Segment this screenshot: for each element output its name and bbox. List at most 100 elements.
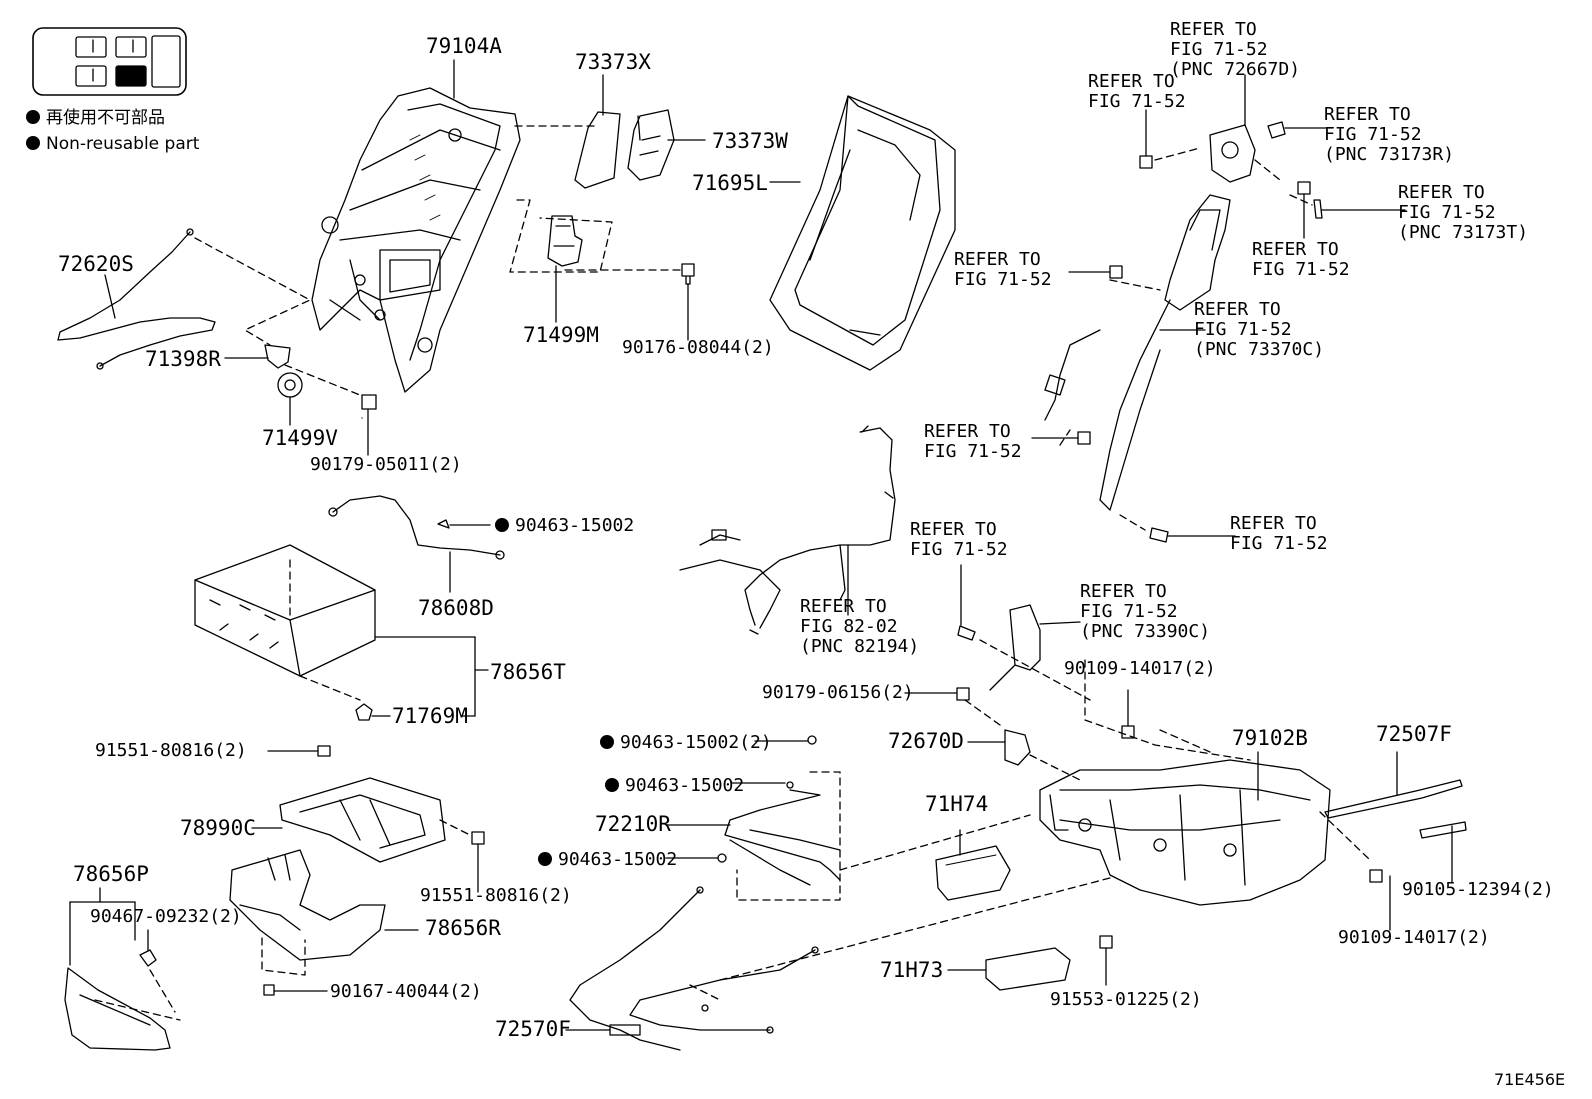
latch-71499M: [547, 215, 583, 323]
cushion-frame-79102B: [1039, 751, 1331, 906]
bolt-91553: [1099, 935, 1113, 986]
seat-position-icon: [32, 27, 187, 96]
refer-note-71-52-f: REFER TO FIG 71-52: [910, 519, 1008, 560]
label-91553-01225: 91553-01225(2): [1050, 989, 1202, 1010]
seatbelt-buckle: [989, 604, 1081, 691]
nut-90179-05011: [361, 394, 377, 456]
bolt-refer-5: [1149, 527, 1236, 543]
label-90179-06156: 90179-06156(2): [762, 682, 914, 703]
cover-71H73: [947, 947, 1071, 991]
label-73373W: 73373W: [712, 129, 788, 153]
non-reusable-dot-icon: [495, 518, 509, 532]
refer-note-71-52-b: REFER TO FIG 71-52: [1252, 239, 1350, 280]
label-71H74: 71H74: [925, 792, 989, 816]
label-91551-80816-a: 91551-80816(2): [95, 740, 247, 761]
label-91551-80816-b: 91551-80816(2): [420, 885, 572, 906]
label-72670D: 72670D: [888, 729, 964, 753]
label-90176-08044: 90176-08044(2): [622, 337, 774, 358]
harness-78608D: [328, 495, 505, 593]
bolt-refer-1: [1139, 109, 1153, 169]
bolt-91551-b: [471, 831, 485, 893]
non-reusable-dot-icon: [600, 735, 614, 749]
bushing-71499V: [277, 372, 303, 426]
bracket-72670D: [967, 729, 1031, 766]
refer-note-72667D: REFER TO FIG 71-52 (PNC 72667D): [1170, 19, 1301, 80]
label-90109-14017-b: 90109-14017(2): [1338, 927, 1490, 948]
bolt-90105: [1419, 821, 1467, 884]
non-reusable-dot-icon: [26, 110, 40, 124]
cover-78656R: [229, 849, 419, 961]
label-71769M: 71769M: [392, 704, 468, 728]
label-90463-15002-b: 90463-15002(2): [600, 733, 772, 753]
nut-90179-06156: [904, 687, 970, 701]
label-79104A: 79104A: [426, 34, 502, 58]
seatback-frame-79104A: [311, 87, 521, 393]
nut-refer-3: [1068, 265, 1123, 279]
refer-note-71-52-d: REFER TO FIG 71-52: [924, 421, 1022, 462]
label-71398R: 71398R: [145, 347, 221, 371]
bracket-73373X: [574, 74, 621, 189]
anchor-72667D: [1209, 74, 1256, 183]
refer-note-82194: REFER TO FIG 82-02 (PNC 82194): [800, 596, 920, 657]
refer-note-73173R: REFER TO FIG 71-52 (PNC 73173R): [1324, 104, 1455, 165]
label-73373X: 73373X: [575, 50, 651, 74]
clip-71769M: [355, 703, 391, 721]
non-reusable-dot-icon: [605, 778, 619, 792]
bolt-90176: [681, 263, 695, 341]
label-72620S: 72620S: [58, 252, 134, 276]
label-90467-09232: 90467-09232(2): [90, 906, 242, 927]
bracket-71398R: [224, 344, 291, 369]
non-reusable-dot-icon: [538, 852, 552, 866]
label-78656T: 78656T: [490, 660, 566, 684]
rod-72507F: [1324, 751, 1463, 819]
figure-code: 71E456E: [1494, 1070, 1566, 1089]
label-72570F: 72570F: [495, 1017, 571, 1041]
bolt-buckle: [957, 564, 976, 641]
bracket-78990C: [251, 777, 446, 863]
label-71499V: 71499V: [262, 426, 338, 450]
label-90463-15002-a: 90463-15002: [495, 516, 634, 536]
bolt-91551-a: [267, 745, 331, 757]
cable-72620S: [57, 228, 216, 370]
label-90463-15002-d: 90463-15002: [538, 850, 677, 870]
refer-note-73370C: REFER TO FIG 71-52 (PNC 73370C): [1194, 299, 1325, 360]
seatbelt-retractor: [1044, 194, 1231, 511]
bolt-refer-2: [1297, 181, 1311, 239]
cable-72570F: [565, 886, 819, 1051]
bolt-90109-b: [1369, 869, 1391, 931]
refer-note-71-52-e: REFER TO FIG 71-52: [1230, 513, 1328, 554]
label-78608D: 78608D: [418, 596, 494, 620]
screw-90167: [263, 984, 328, 996]
legend-japanese: 再使用不可部品: [26, 108, 165, 128]
refer-note-73173T: REFER TO FIG 71-52 (PNC 73173T): [1398, 182, 1529, 243]
nut-refer-4: [1031, 431, 1091, 445]
label-72507F: 72507F: [1376, 722, 1452, 746]
refer-note-73390C: REFER TO FIG 71-52 (PNC 73390C): [1080, 581, 1211, 642]
label-90179-05011: 90179-05011(2): [310, 454, 462, 475]
wiring-harness-82194: [679, 425, 896, 635]
harness-72210R: [665, 735, 841, 886]
label-90105-12394: 90105-12394(2): [1402, 879, 1554, 900]
cover-78656P: [64, 887, 171, 1051]
refer-note-71-52-c: REFER TO FIG 71-52: [954, 249, 1052, 290]
label-71695L: 71695L: [692, 171, 768, 195]
clip-90467: [139, 929, 157, 967]
cap-73173T: [1313, 199, 1406, 219]
cap-73173R: [1267, 121, 1333, 139]
label-90167-40044: 90167-40044(2): [330, 981, 482, 1002]
label-90109-14017-a: 90109-14017(2): [1064, 658, 1216, 679]
label-71499M: 71499M: [523, 323, 599, 347]
legend-english: Non-reusable part: [26, 134, 199, 154]
cover-71H74: [935, 829, 1011, 901]
bolt-90109-a: [1121, 689, 1135, 739]
label-78990C: 78990C: [180, 816, 256, 840]
label-79102B: 79102B: [1232, 726, 1308, 750]
label-90463-15002-c: 90463-15002: [605, 776, 744, 796]
seatback-pad-71695L: [769, 95, 956, 371]
label-78656R: 78656R: [425, 916, 501, 940]
bracket-73373W: [627, 109, 706, 181]
label-72210R: 72210R: [595, 812, 671, 836]
non-reusable-dot-icon: [26, 136, 40, 150]
